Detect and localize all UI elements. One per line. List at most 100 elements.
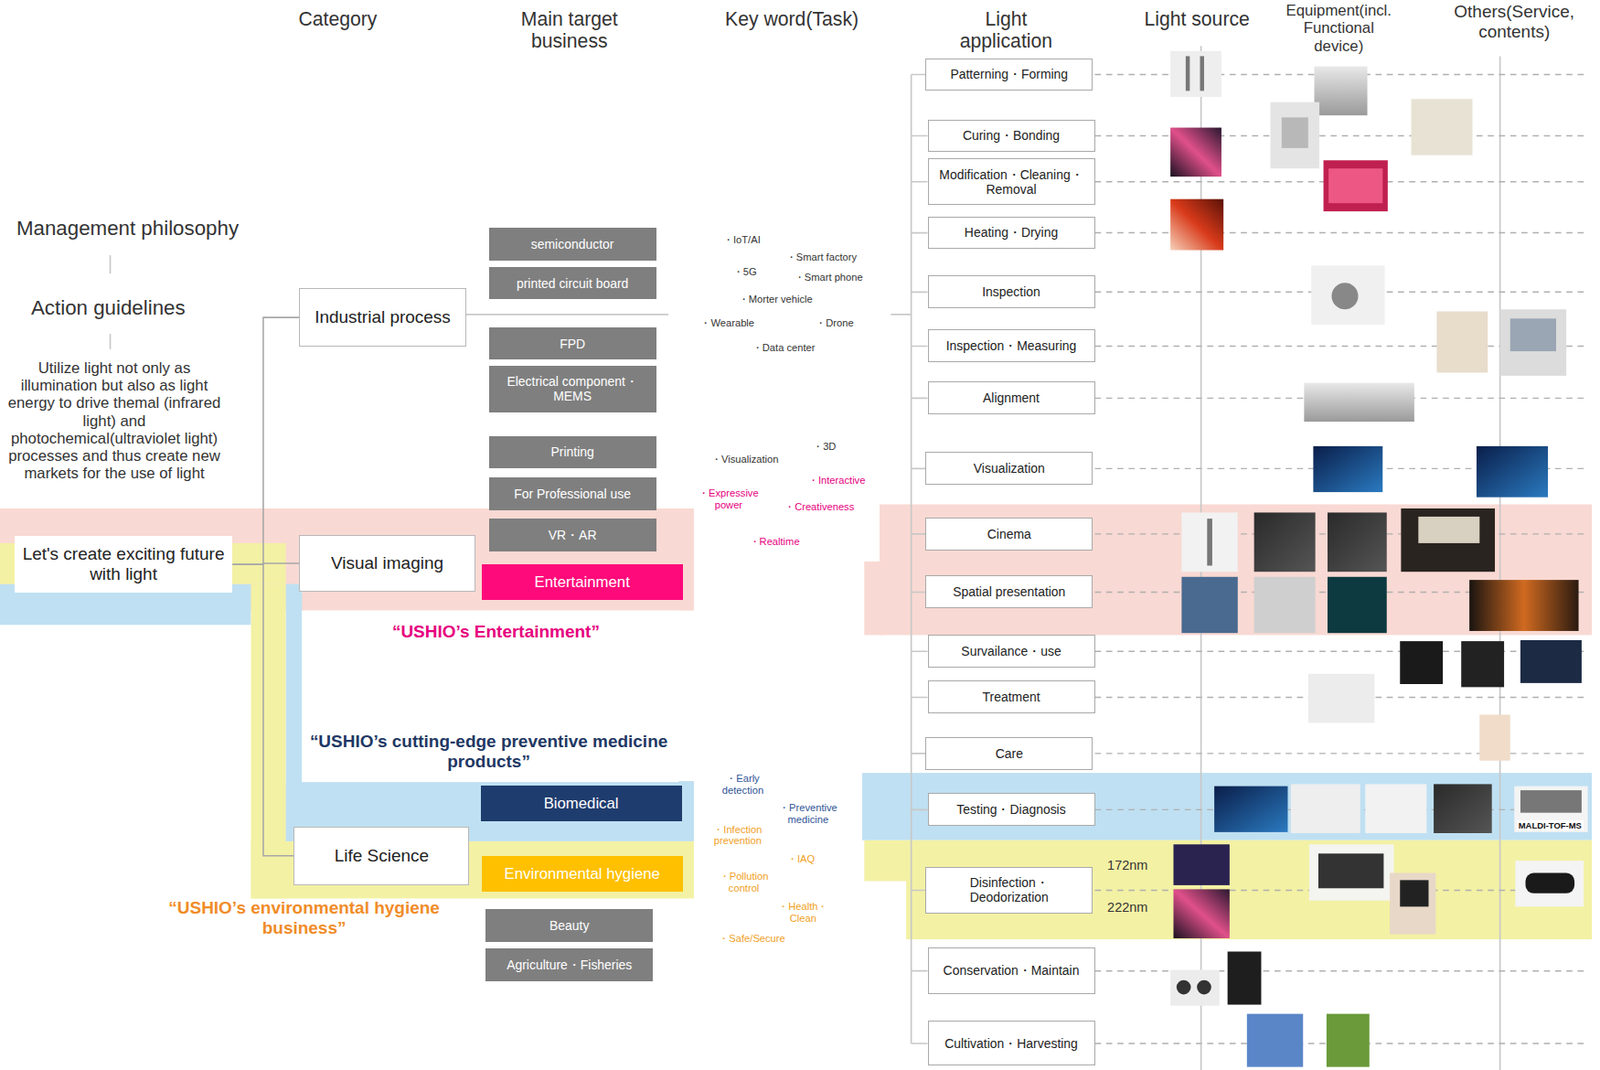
handheld-photo — [1399, 879, 1429, 907]
business-box: FPD — [489, 327, 657, 360]
box-text: Environmental hygiene — [504, 864, 661, 883]
slogan-box: Let's create exciting future with light — [14, 535, 234, 594]
lamp-photo — [1196, 980, 1212, 995]
projector-photo — [1327, 512, 1387, 572]
photo-group — [1170, 51, 1588, 1067]
box-text: Inspection — [981, 284, 1041, 299]
column-header: Others(Service, contents) — [1453, 1, 1575, 42]
keyword: ・Expressive power — [698, 487, 759, 511]
machine-photo — [1411, 98, 1473, 155]
projection-mapping-photo — [1469, 579, 1579, 631]
keyword: ・Pollution control — [719, 870, 769, 894]
machine-photo — [1270, 102, 1321, 170]
column-header: Main target business — [521, 8, 619, 52]
guideline-text-holder: Utilize light not only as illumination b… — [7, 359, 222, 483]
application-box: Care — [925, 736, 1093, 770]
keyword-holder: ・Drone — [803, 317, 865, 330]
analyzer-photo — [1365, 783, 1427, 833]
lamp-array-photo — [1323, 160, 1388, 212]
machine-photo — [1314, 66, 1368, 117]
philosophy-label-holder: Management philosophy — [5, 216, 251, 241]
keyword-holder: ・Realtime — [738, 535, 811, 548]
keyword-holder: ・Infection prevention — [704, 823, 770, 848]
moving-light-photo — [1254, 576, 1316, 633]
column-header: Light source — [1143, 8, 1249, 30]
application-box: Treatment — [928, 680, 1096, 714]
box-text: FPD — [559, 336, 586, 352]
philosophy-label: Management philosophy — [16, 216, 239, 240]
vr-photo — [1312, 446, 1383, 492]
dashed-row-lines — [1095, 74, 1588, 1043]
keyword: ・Realtime — [749, 535, 800, 547]
machine-photo — [1281, 117, 1309, 148]
application-box: Modification・Cleaning・Removal — [928, 158, 1096, 205]
handheld-photo — [1389, 873, 1436, 935]
box-text: Life Science — [334, 845, 429, 866]
maldi-photo — [1514, 786, 1588, 832]
keyword: ・Preventive medicine — [778, 801, 838, 825]
care-photo — [1479, 714, 1510, 760]
business-box: VR・AR — [489, 518, 657, 552]
guideline-label-holder: Action guidelines — [6, 296, 211, 320]
column-header-holder: Light application — [944, 8, 1067, 54]
bracket-line — [910, 74, 913, 1043]
application-box: Conservation・Maintain — [928, 947, 1096, 994]
analyzer-photo — [1433, 783, 1493, 833]
box-text: Treatment — [982, 689, 1041, 704]
box-text: Modification・Cleaning・Removal — [934, 167, 1089, 197]
box-text: Biomedical — [544, 794, 619, 812]
box-text: Cinema — [987, 526, 1032, 542]
keyword-holder: ・IAQ — [780, 853, 822, 865]
keyword: ・Smart phone — [794, 271, 864, 283]
projector-photo — [1254, 512, 1316, 572]
module-photo — [1514, 860, 1584, 907]
business-box: Agriculture・Fisheries — [485, 948, 653, 982]
application-box: Heating・Drying — [928, 216, 1096, 250]
laptop-photo — [1510, 318, 1557, 352]
keyword-holder: ・Data center — [737, 341, 830, 354]
disinfection-unit-photo — [1309, 843, 1395, 900]
category-box: Life Science — [293, 826, 470, 886]
keyword: ・Infection prevention — [713, 823, 762, 847]
keyword-holder: ・Expressive power — [697, 487, 759, 512]
keyword: ・Health・Clean — [778, 900, 828, 924]
keyword-holder: ・IoT/AI — [711, 234, 773, 246]
keyword: ・Morter vehicle — [738, 293, 813, 305]
lamp-photo — [1181, 512, 1238, 572]
box-text: Spatial presentation — [952, 584, 1066, 599]
column-header: Equipment(incl. Functional device) — [1286, 1, 1392, 54]
visual-photo — [1476, 446, 1548, 498]
control-room-photo — [1520, 640, 1582, 683]
business-slogan: “USHIO’s cutting-edge preventive medicin… — [309, 731, 668, 771]
lamp-array-photo — [1328, 168, 1383, 203]
keyword-holder: ・Smart factory — [775, 251, 867, 264]
box-text: Testing・Diagnosis — [956, 801, 1066, 817]
module-photo — [1525, 873, 1576, 894]
keyword-holder: ・5G — [724, 266, 766, 278]
keyword-holder: ・Visualization — [699, 453, 791, 466]
keyword-holder: ・Health・Clean — [774, 900, 832, 925]
lamp-photo — [1206, 518, 1213, 566]
keyword-holder: ・Safe/Secure — [711, 932, 793, 945]
box-text: VR・AR — [548, 527, 598, 543]
keyword: ・3D — [812, 440, 836, 452]
business-box: Beauty — [485, 908, 653, 942]
tree-line — [466, 313, 669, 316]
business-box: Biomedical — [480, 785, 683, 822]
box-text: Survailance・use — [960, 643, 1061, 659]
keyword: ・IAQ — [787, 853, 815, 864]
box-text: Patterning・Forming — [949, 66, 1068, 82]
box-text: Visualization — [973, 460, 1046, 476]
lamp-photo — [1176, 980, 1192, 995]
cinema-photo — [1418, 516, 1480, 544]
excimer-lamp-photo — [1173, 843, 1229, 886]
inspection-photo — [1311, 265, 1385, 325]
lamp-photo — [1170, 970, 1220, 1006]
tree-connector — [232, 317, 299, 565]
application-box: Disinfection・Deodorization — [925, 866, 1093, 914]
application-box: Visualization — [925, 451, 1093, 485]
box-text: Beauty — [549, 917, 589, 933]
application-box: Patterning・Forming — [925, 58, 1093, 92]
box-text: Heating・Drying — [964, 224, 1058, 240]
business-box: printed circuit board — [489, 266, 657, 299]
